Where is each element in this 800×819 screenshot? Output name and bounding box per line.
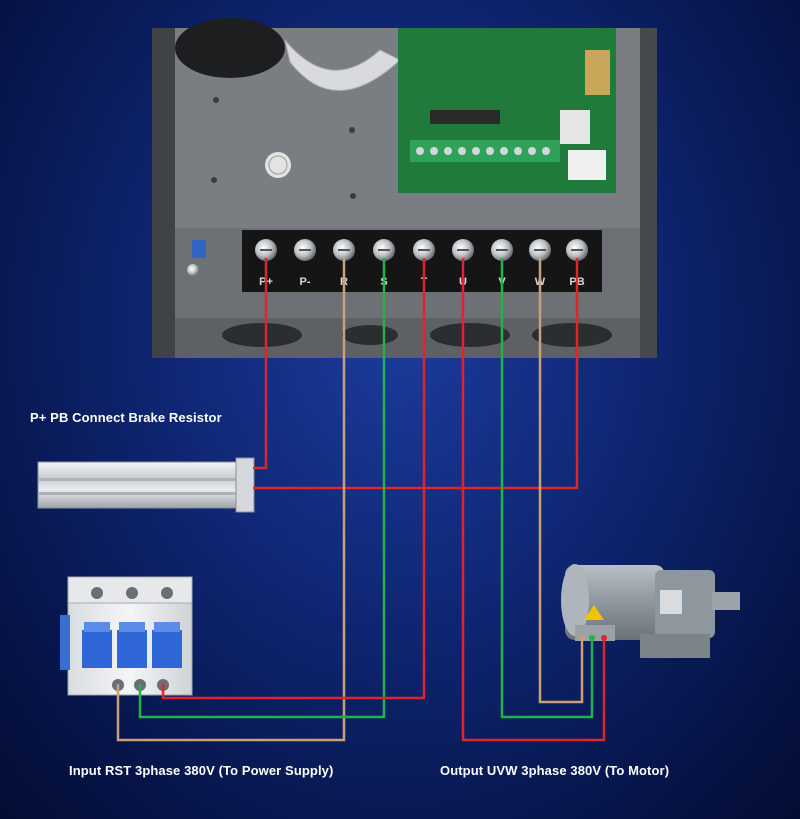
cable-gland-hole: [430, 323, 510, 347]
capacitor-blue: [192, 240, 206, 258]
casing-left-rail: [152, 28, 175, 358]
resistor-body: [37, 461, 253, 509]
pcb-terminal-strip: [410, 140, 560, 162]
cable-gland-hole: [532, 323, 612, 347]
pcb-connector: [568, 150, 606, 180]
mount-hole: [349, 127, 355, 133]
gearbox: [655, 570, 715, 638]
pcb-chip: [560, 110, 590, 144]
wire-s-input: [138, 258, 386, 719]
motor-nameplate: [660, 590, 682, 614]
mount-hole: [350, 193, 356, 199]
wiring: [116, 258, 606, 742]
pcb-daughter-board: [585, 50, 610, 95]
wire-v-output: [500, 258, 594, 719]
motor-housing: [565, 565, 665, 640]
terminal-label: P-: [300, 276, 311, 288]
output-shaft: [712, 592, 740, 610]
brake-resistor-caption: P+ PB Connect Brake Resistor: [30, 410, 222, 425]
breaker-toggles: [82, 622, 182, 668]
brake-resistor: [37, 457, 255, 513]
wire-pb-brake: [253, 258, 579, 490]
warning-icon: [584, 605, 604, 620]
resistor-endcap: [235, 457, 255, 513]
ground-screw: [187, 264, 199, 276]
casing-right-rail: [640, 28, 657, 358]
input-caption: Input RST 3phase 380V (To Power Supply): [69, 763, 334, 778]
circuit-breaker: [60, 576, 193, 696]
caution-badge-inner: [268, 155, 288, 175]
cable-gland-hole: [222, 323, 302, 347]
cooling-fan: [175, 18, 285, 78]
wire-p-plus-brake: [253, 258, 268, 470]
wire-t-input: [161, 258, 426, 700]
pcb-terminal-screws: [416, 147, 550, 155]
output-caption: Output UVW 3phase 380V (To Motor): [440, 763, 670, 778]
motor-fan-cover: [561, 564, 589, 636]
resistor-fin: [38, 478, 252, 481]
inverter-casing: [152, 18, 657, 358]
resistor-fin: [38, 492, 252, 495]
wire-u-output: [461, 258, 606, 742]
wire-r-input: [116, 258, 346, 742]
cable-gland-hole: [342, 325, 398, 345]
gear-motor: [561, 564, 740, 658]
mount-hole: [211, 177, 217, 183]
mount-hole: [213, 97, 219, 103]
wire-terminals: [579, 635, 607, 641]
motor-base: [640, 634, 710, 658]
breaker-din-clip: [60, 615, 70, 670]
wire-w-output: [538, 258, 584, 704]
pcb-header-pins: [430, 110, 500, 124]
